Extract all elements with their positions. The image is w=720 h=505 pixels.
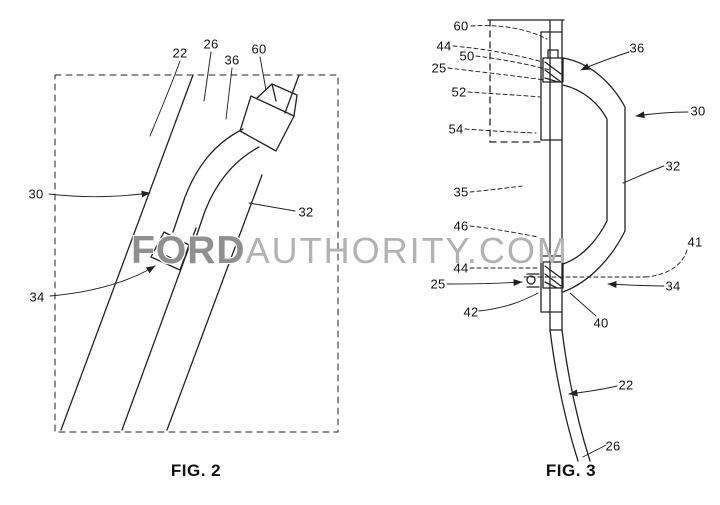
ref-label-fig3-41: 41	[687, 234, 703, 250]
fig3-dashed-leaders	[447, 25, 688, 278]
ref-label-fig3-40: 40	[593, 315, 609, 331]
ref-label-fig2-32: 32	[298, 204, 314, 220]
fig2-drawing	[48, 51, 339, 433]
ref-label-fig3-50: 50	[459, 48, 475, 64]
fig3-leader-lines	[446, 51, 689, 458]
ref-label-fig2-22: 22	[172, 45, 188, 61]
ref-label-fig3-46: 46	[453, 218, 469, 234]
ref-label-fig3-22: 22	[618, 377, 634, 393]
ref-label-fig3-30: 30	[690, 103, 706, 119]
fig2-caption: FIG. 2	[170, 461, 222, 480]
fig2-leader-lines	[48, 51, 296, 297]
ref-label-fig3-26: 26	[605, 438, 621, 454]
ref-label-fig2-26: 26	[203, 36, 219, 52]
ref-label-fig3-44: 44	[436, 38, 452, 54]
ref-label-fig2-34: 34	[29, 289, 45, 305]
ref-label-fig2-60: 60	[251, 41, 267, 57]
ref-label-fig3-25: 25	[431, 60, 447, 76]
ref-label-fig3-36: 36	[629, 40, 645, 56]
fig3-drawing	[446, 19, 689, 462]
ref-label-fig3-35: 35	[453, 184, 469, 200]
fig3-caption: FIG. 3	[545, 461, 597, 480]
ref-label-fig2-30: 30	[28, 186, 44, 202]
ref-label-fig3-34: 34	[665, 278, 681, 294]
ref-label-fig3-54: 54	[448, 121, 464, 137]
ref-label-fig3-52: 52	[451, 84, 467, 100]
ref-label-fig3-44b: 44	[453, 260, 469, 276]
ref-label-fig3-60: 60	[453, 18, 469, 34]
ref-label-fig3-42: 42	[463, 304, 479, 320]
ref-label-fig2-36: 36	[224, 52, 240, 68]
ref-label-fig3-32: 32	[665, 158, 681, 174]
ref-label-fig3-25b: 25	[430, 276, 446, 292]
